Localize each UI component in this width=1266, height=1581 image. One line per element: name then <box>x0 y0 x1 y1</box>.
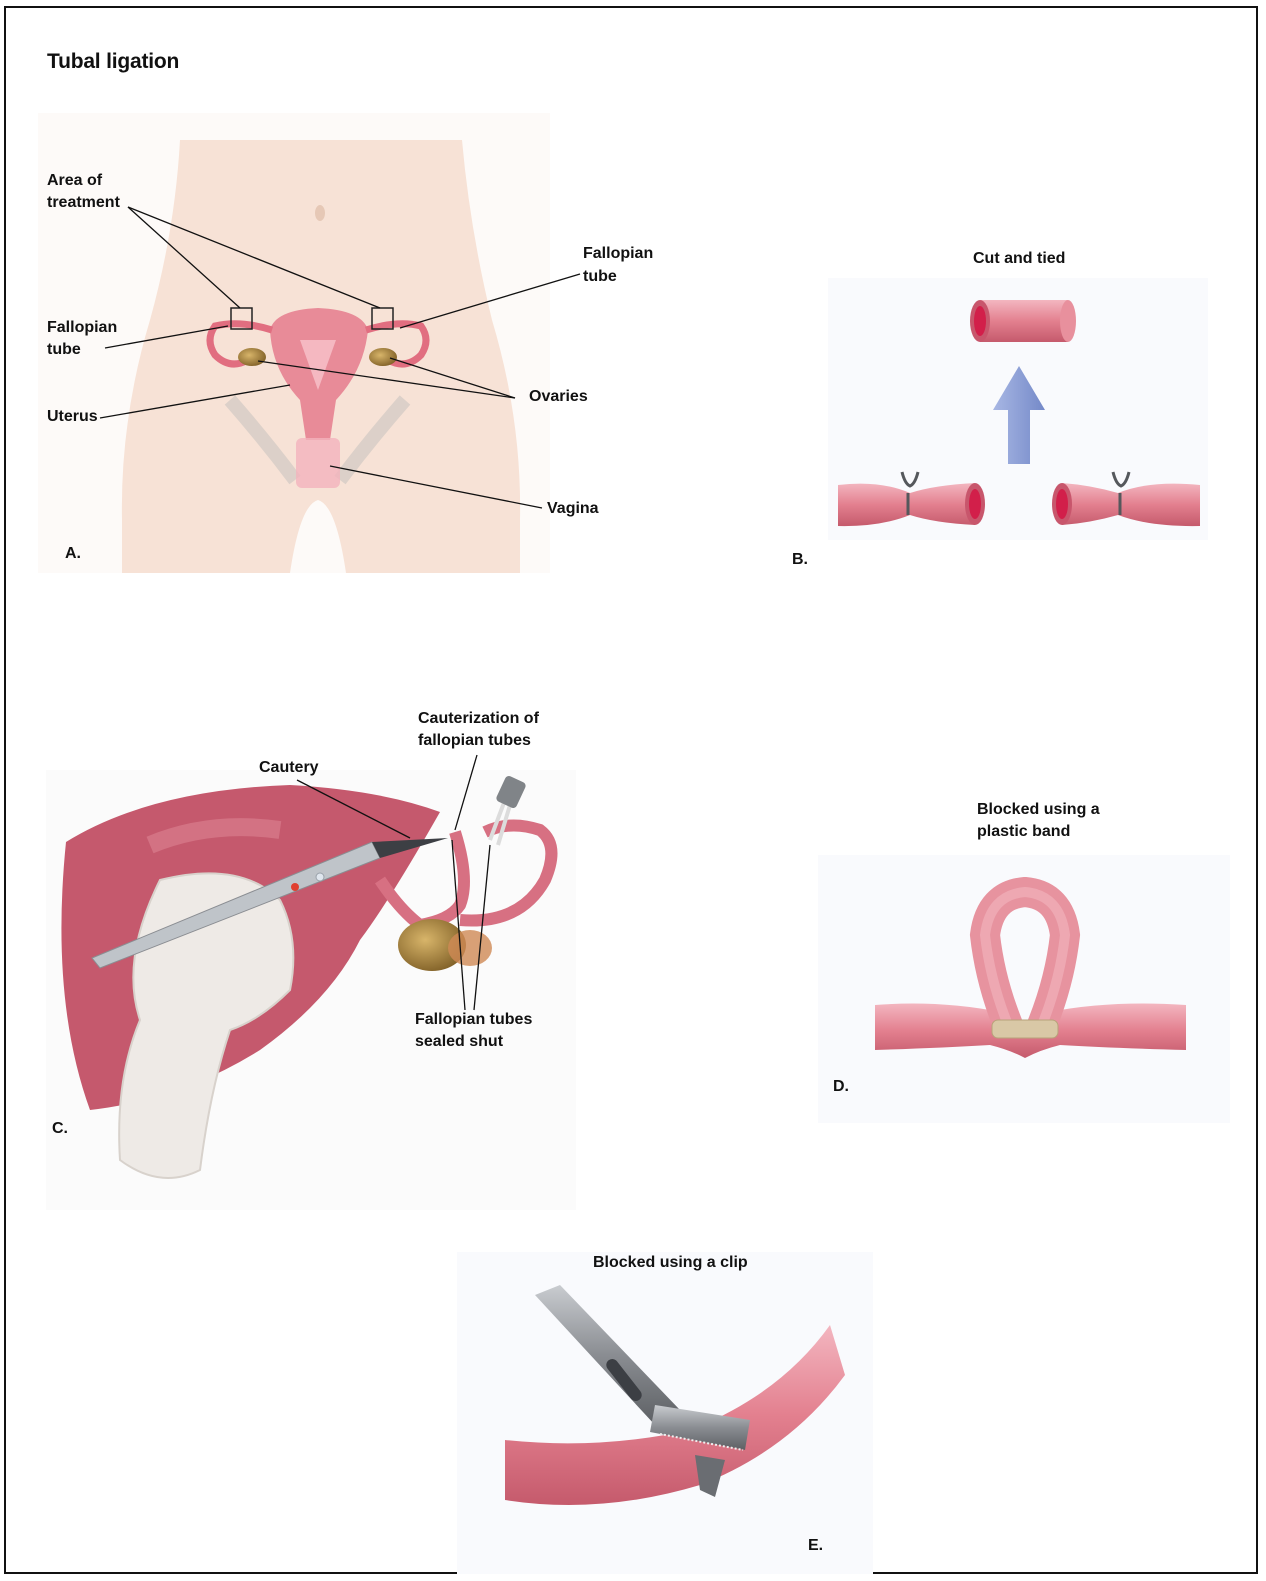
label-cautery: Cautery <box>259 757 319 779</box>
panel-letter-a: A. <box>65 545 81 563</box>
panel-letter-d: D. <box>833 1078 849 1096</box>
panel-letter-c: C. <box>52 1120 68 1138</box>
vagina-shape <box>296 438 340 488</box>
caption-plastic-band-line1: Blocked using a <box>977 799 1100 821</box>
panel-a <box>38 113 580 573</box>
label-sealed-line1: Fallopian tubes <box>415 1009 532 1031</box>
label-fallopian-tube-left-line2: tube <box>47 339 81 361</box>
cut-segment-lumen <box>974 306 986 336</box>
label-fallopian-tube-right-line1: Fallopian <box>583 243 653 265</box>
panel-d <box>818 855 1230 1123</box>
panel-letter-e: E. <box>808 1537 823 1555</box>
navel <box>315 205 325 221</box>
panel-b <box>828 278 1208 540</box>
cautery-button-red <box>291 883 299 891</box>
label-cauterization-line1: Cauterization of <box>418 708 539 730</box>
cut-segment <box>980 300 1068 342</box>
ovary-right <box>369 348 397 366</box>
label-area-of-treatment-line1: Area of <box>47 170 102 192</box>
caption-cut-and-tied: Cut and tied <box>973 248 1065 270</box>
plastic-band <box>992 1020 1058 1038</box>
ovary-left <box>238 348 266 366</box>
label-fallopian-tube-right-line2: tube <box>583 266 617 288</box>
caption-clip: Blocked using a clip <box>593 1252 748 1274</box>
cautery-button <box>316 873 324 881</box>
label-sealed-line2: sealed shut <box>415 1031 503 1053</box>
caption-plastic-band-line2: plastic band <box>977 821 1070 843</box>
panel-c <box>46 755 576 1210</box>
label-cauterization-line2: fallopian tubes <box>418 730 531 752</box>
tube-stump-right-lumen <box>1056 489 1068 519</box>
label-vagina: Vagina <box>547 498 599 520</box>
cut-segment-end-right <box>1060 300 1076 342</box>
panel-letter-b: B. <box>792 551 808 569</box>
label-fallopian-tube-left-line1: Fallopian <box>47 317 117 339</box>
ovary-ligament <box>448 930 492 966</box>
panel-e <box>457 1252 873 1574</box>
tube-stump-left-lumen <box>969 489 981 519</box>
label-area-of-treatment-line2: treatment <box>47 192 120 214</box>
label-uterus: Uterus <box>47 406 98 428</box>
label-ovaries: Ovaries <box>529 386 588 408</box>
